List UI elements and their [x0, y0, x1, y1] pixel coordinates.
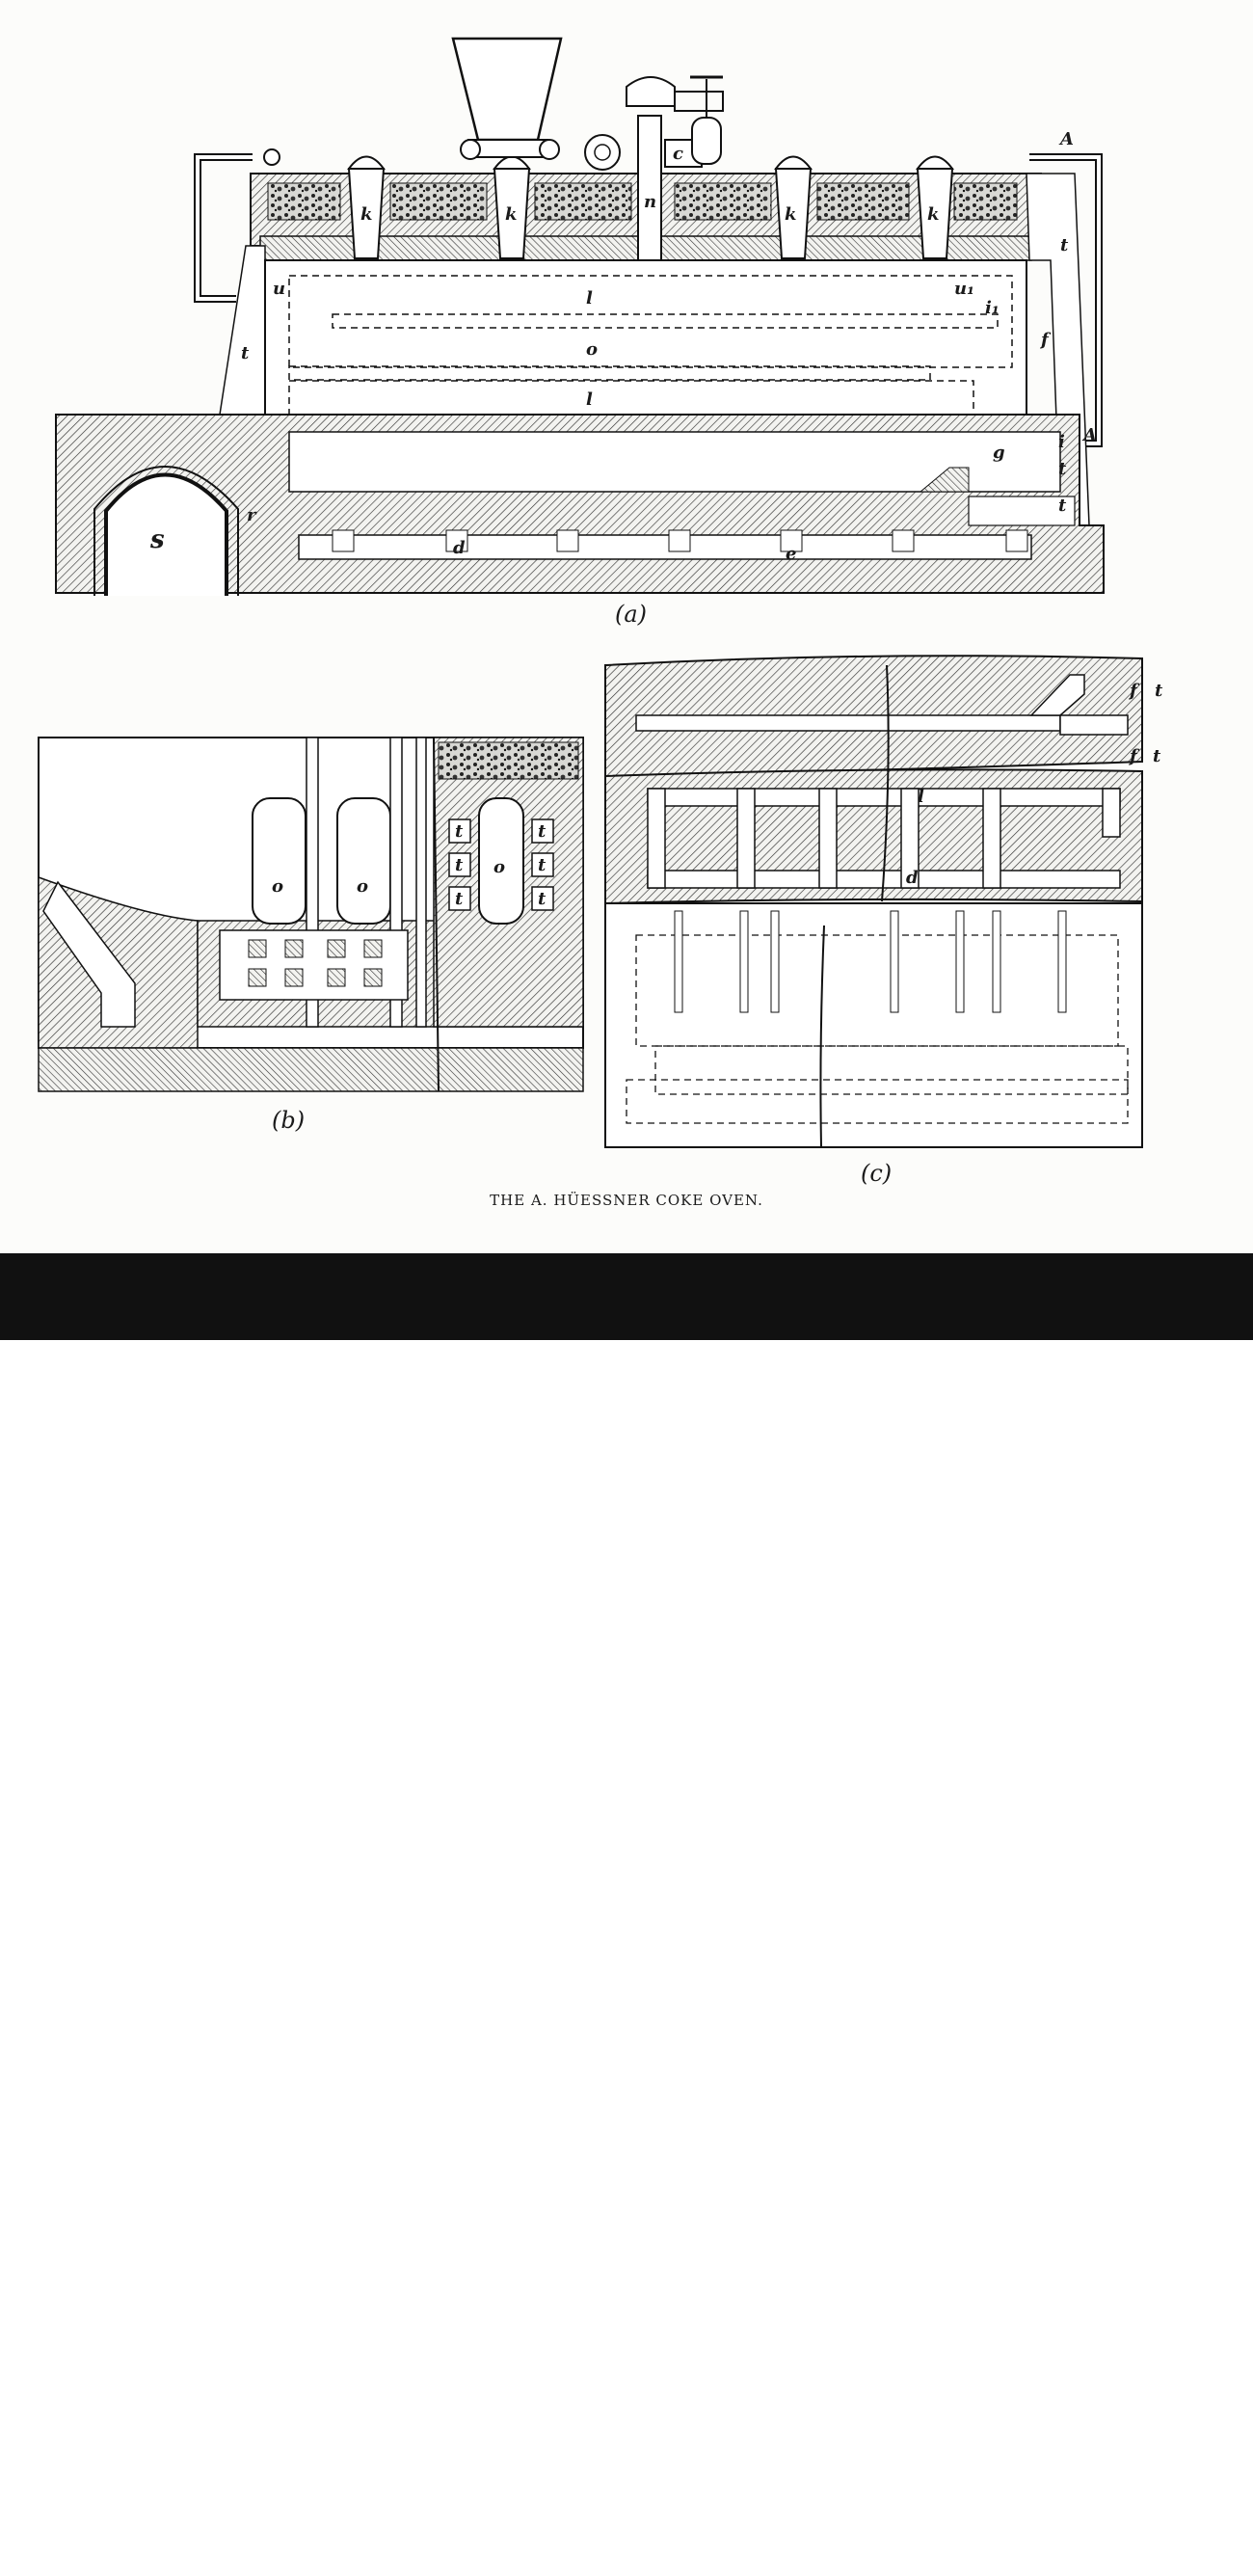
label-r: r — [247, 505, 257, 525]
subfigure-label-a: (a) — [615, 601, 647, 628]
main-flue — [104, 472, 228, 596]
coal-hopper — [451, 37, 563, 142]
label-b-t-4: t — [538, 821, 547, 842]
label-f: f — [1039, 330, 1052, 350]
label-b-o-2: o — [357, 876, 368, 897]
label-b-t-5: t — [538, 855, 547, 875]
label-b-o-3: o — [493, 857, 505, 877]
watermark-image-id: Image ID: 2RK653K — [1065, 2536, 1203, 2552]
figure-c: f t f t l d (c) — [604, 655, 1163, 1187]
label-t-3: t — [1058, 496, 1067, 516]
label-k-4: k — [927, 204, 939, 225]
label-i1: i₁ — [985, 298, 1000, 318]
label-A-top: A — [1058, 129, 1074, 149]
sole-flue — [298, 534, 1032, 560]
label-u1: u₁ — [954, 279, 974, 299]
label-b-t-2: t — [455, 855, 464, 875]
label-l-top: l — [586, 288, 593, 309]
left-flue-wall — [219, 245, 266, 416]
subfigure-label-c: (c) — [861, 1160, 892, 1187]
watermark-url: www.alamy.com — [1092, 2559, 1203, 2575]
gas-uptake-pipe — [637, 115, 662, 261]
label-i-1: i — [1058, 432, 1065, 452]
label-o: o — [586, 339, 598, 360]
label-b-o-1: o — [272, 876, 283, 897]
subfigure-label-b: (b) — [272, 1107, 305, 1134]
label-l-bottom: l — [586, 389, 593, 410]
label-g: g — [993, 443, 1005, 463]
label-t-2: t — [1058, 459, 1067, 479]
coking-chamber — [288, 431, 1061, 493]
label-c-d: d — [906, 868, 919, 888]
plan-lower — [604, 902, 1143, 1148]
label-t-left: t — [241, 343, 250, 363]
engraving: k k k k n c A A t t u u₁ i₁ f l o l g i … — [38, 37, 1163, 1209]
label-e: e — [786, 544, 796, 564]
label-b-t-6: t — [538, 889, 547, 909]
label-c-l: l — [918, 787, 924, 807]
caption: THE A. HÜESSNER COKE OVEN. — [490, 1192, 763, 1209]
label-c-t-2: t — [1153, 746, 1161, 766]
label-c: c — [673, 144, 683, 164]
insulation-2 — [389, 182, 488, 221]
label-b-t-3: t — [455, 889, 464, 909]
label-k-1: k — [360, 204, 372, 225]
figure-b: o o o t t t t t t (b) — [38, 737, 584, 1134]
sole-ports — [332, 529, 1028, 552]
label-k-2: k — [505, 204, 517, 225]
label-n: n — [644, 192, 656, 212]
oven-chamber-2 — [336, 797, 391, 925]
insulation-1 — [267, 182, 341, 221]
label-u: u — [273, 279, 285, 299]
insulation-5 — [816, 182, 910, 221]
insulation-4 — [674, 182, 772, 221]
label-k-3: k — [785, 204, 796, 225]
insulation-3 — [534, 182, 632, 221]
plan-rods — [674, 910, 1067, 1013]
page: k k k k n c A A t t u u₁ i₁ f l o l g i … — [0, 0, 1253, 1253]
watermark-logo: alamy — [45, 2524, 150, 2566]
watermark-banner: alamy Image ID: 2RK653K www.alamy.com — [0, 1253, 1253, 2575]
oven-chamber-3 — [478, 797, 524, 925]
label-d: d — [453, 538, 466, 558]
figure-a: k k k k n c A A t t u u₁ i₁ f l o l g i … — [55, 37, 1105, 628]
label-c-t-1: t — [1155, 681, 1163, 701]
oven-chamber-1 — [252, 797, 307, 925]
label-b-t-1: t — [455, 821, 464, 842]
oven-outline — [264, 259, 1027, 420]
valve — [664, 75, 724, 168]
label-s: s — [149, 525, 165, 554]
label-t-right: t — [1060, 235, 1069, 255]
insulation-6 — [953, 182, 1018, 221]
label-A-bottom: A — [1081, 425, 1097, 445]
sole-flue-grid — [219, 929, 409, 1001]
